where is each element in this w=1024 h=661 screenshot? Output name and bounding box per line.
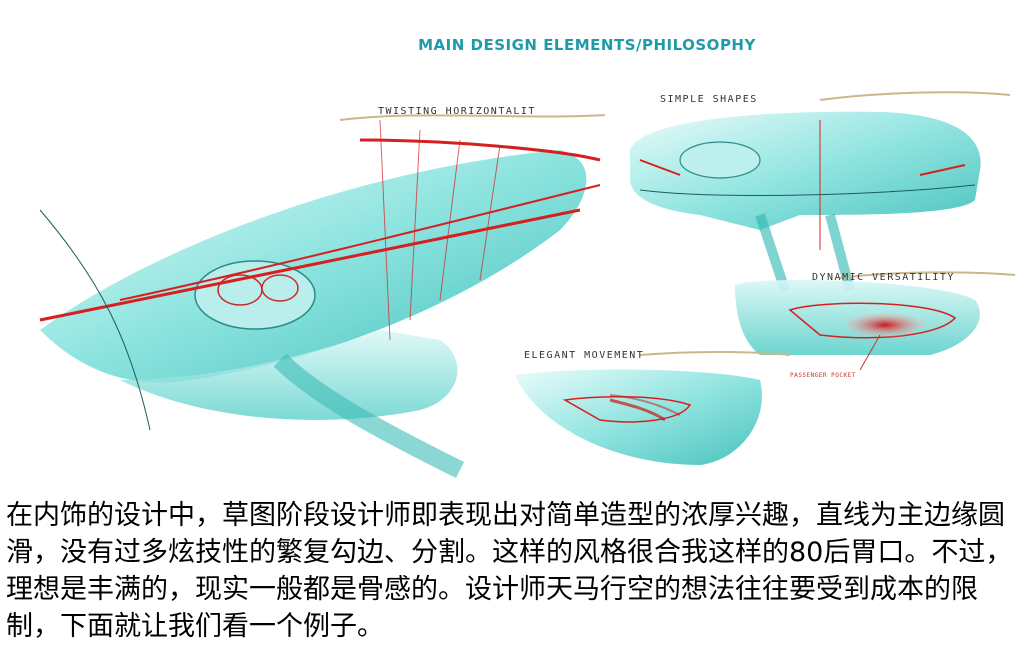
design-philosophy-heading: MAIN DESIGN ELEMENTS/PHILOSOPHY: [418, 36, 756, 54]
sketch-illustration: [39, 91, 1016, 479]
simple-shapes-sketch: [630, 91, 1011, 292]
dynamic-versatility-label: DYNAMIC VERSATILITY: [812, 272, 955, 283]
twisting-dashboard-sketch: [39, 114, 606, 479]
passenger-pocket-note: PASSENGER POCKET: [790, 372, 856, 379]
article-caption: 在内饰的设计中，草图阶段设计师即表现出对简单造型的浓厚兴趣，直线为主边缘圆滑，没…: [6, 500, 1013, 642]
dynamic-versatility-sketch: [735, 271, 1016, 371]
simple-shapes-label: SIMPLE SHAPES: [660, 94, 758, 105]
elegant-movement-sketch: [515, 350, 791, 465]
elegant-movement-label: ELEGANT MOVEMENT: [524, 350, 645, 361]
design-sketch-figure: MAIN DESIGN ELEMENTS/PHILOSOPHY TWISTING…: [39, 36, 1016, 479]
twisting-horizontality-label: TWISTING HORIZONTALIT: [378, 106, 536, 117]
